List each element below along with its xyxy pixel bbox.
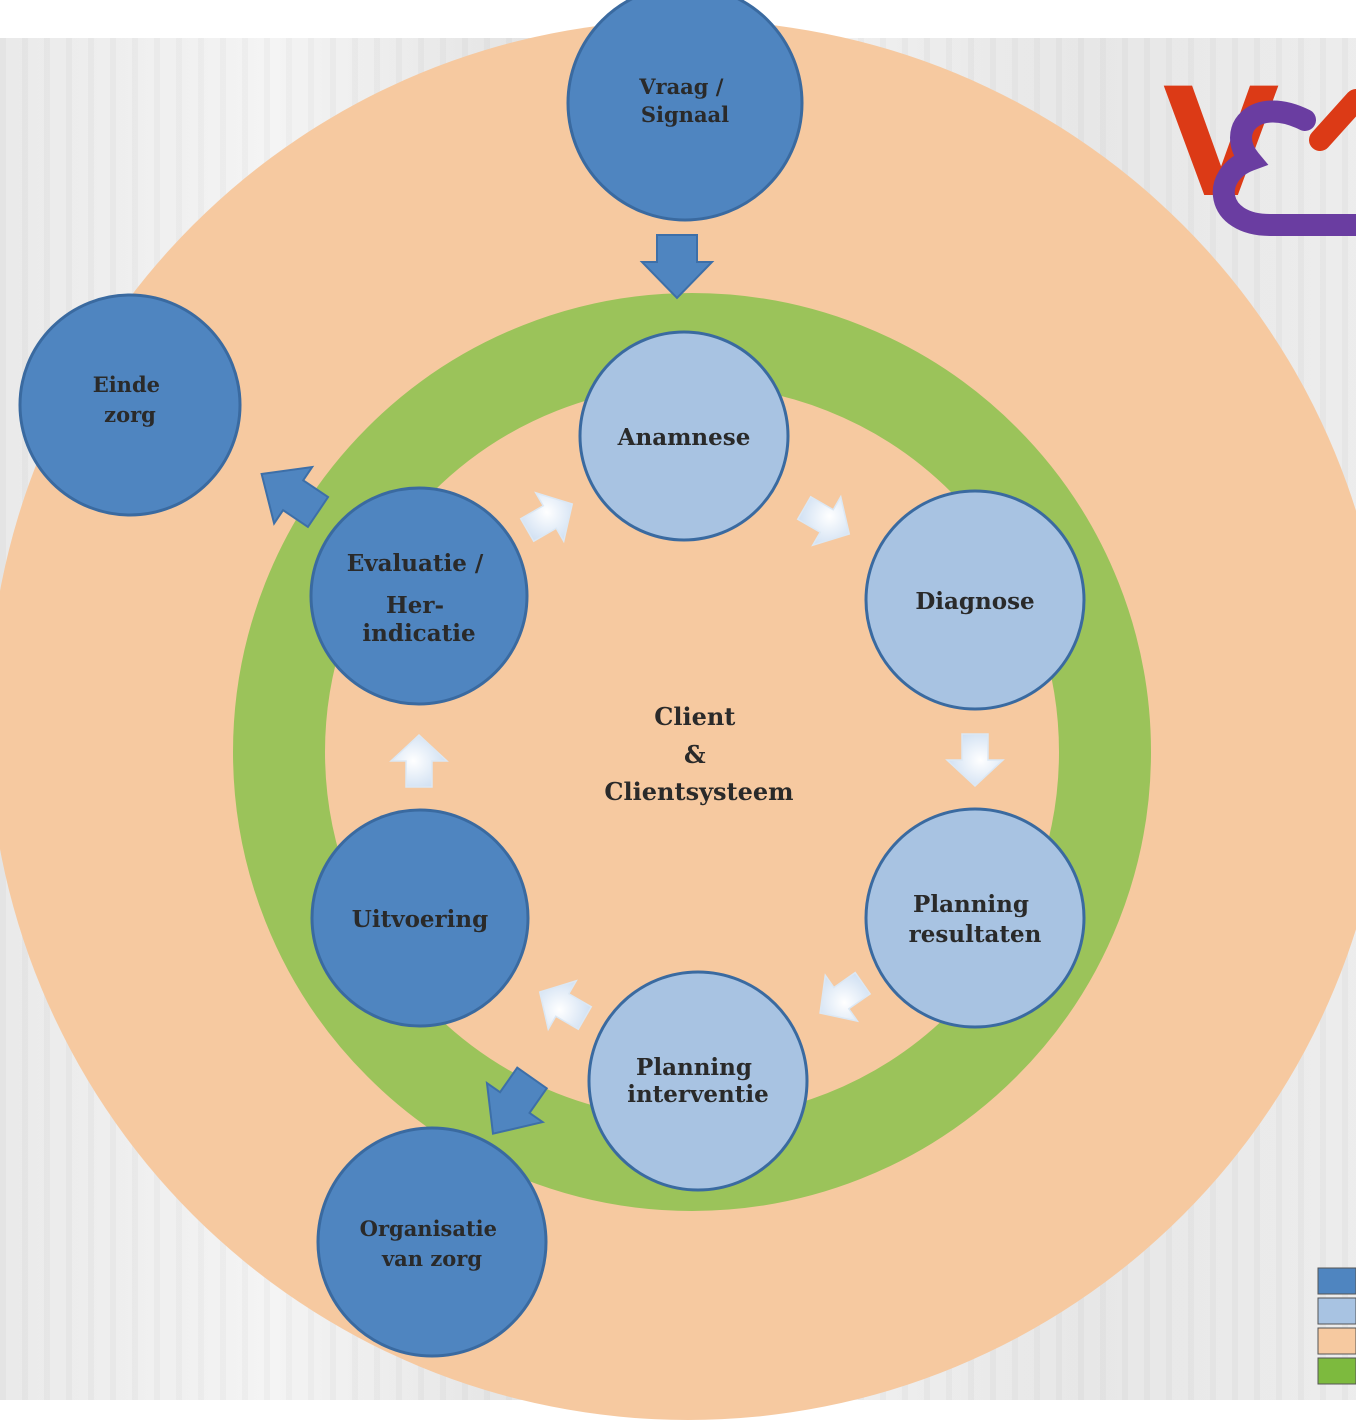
svg-text:Einde zorg: Einde zorg xyxy=(93,372,168,427)
cycle-arrows xyxy=(389,491,1005,1032)
svg-text:Diagnose: Diagnose xyxy=(915,588,1034,615)
evaluatie-line-2: Her- xyxy=(386,592,444,619)
einde-line-1: Einde xyxy=(93,372,160,397)
center-line-1: Client xyxy=(654,702,735,731)
node-diagnose: Diagnose xyxy=(864,489,1086,711)
svg-text:Uitvoering: Uitvoering xyxy=(352,906,488,933)
color-legend xyxy=(1317,1267,1356,1385)
logo-ampersand-shape xyxy=(1212,100,1356,236)
diagnose-label: Diagnose xyxy=(915,588,1034,615)
node-vraag-signaal: Vraag / Signaal xyxy=(566,0,804,222)
planning-interventie-line-2: interventie xyxy=(627,1081,769,1108)
node-uitvoering: Uitvoering xyxy=(310,808,530,1028)
center-label: Client & Clientsysteem xyxy=(604,702,793,806)
center-line-2: & xyxy=(684,740,706,769)
node-planning-interventie: Planning interventie xyxy=(587,970,809,1192)
organisatie-line-1: Organisatie xyxy=(360,1216,497,1241)
einde-line-2: zorg xyxy=(104,402,156,427)
svg-text:Organisatie van zorg: Organisatie van zorg xyxy=(360,1216,505,1271)
svg-text:Planning interventie: Planning interventie xyxy=(627,1054,769,1108)
evaluatie-line-1: Evaluatie / xyxy=(347,550,484,577)
planning-interventie-line-1: Planning xyxy=(636,1054,752,1081)
vraag-line-1: Vraag / xyxy=(638,74,724,99)
node-planning-resultaten: Planning resultaten xyxy=(864,807,1086,1029)
legend-swatch-dark-blue xyxy=(1317,1267,1356,1295)
anamnese-label: Anamnese xyxy=(617,424,751,451)
svg-text:Planning resultaten: Planning resultaten xyxy=(909,891,1042,948)
center-line-3: Clientsysteem xyxy=(604,777,793,806)
vraag-line-2: Signaal xyxy=(641,102,729,127)
uitvoering-label: Uitvoering xyxy=(352,906,488,933)
arrow-evaluatie-to-anamnese xyxy=(519,491,574,544)
svg-text:Anamnese: Anamnese xyxy=(617,424,751,451)
svg-text:Evaluatie / Her- i: Evaluatie / Her- indicatie xyxy=(347,550,492,647)
arrow-planning-resultaten-to-planning-interventie xyxy=(819,971,872,1023)
planning-resultaten-line-2: resultaten xyxy=(909,921,1042,948)
node-anamnese: Anamnese xyxy=(578,330,790,542)
arrow-into-anamnese xyxy=(639,234,715,300)
arrow-uitvoering-to-evaluatie xyxy=(389,733,449,788)
legend-swatch-light-blue xyxy=(1317,1297,1356,1325)
organisatie-line-2: van zorg xyxy=(381,1246,482,1271)
brand-logo: V xyxy=(1163,57,1356,236)
node-evaluatie-herindicatie: Evaluatie / Her- indicatie xyxy=(309,486,529,706)
logo-slash-shape xyxy=(1309,89,1356,151)
svg-text:Vraag / Signaal: Vraag / Signaal xyxy=(638,74,731,127)
legend-swatch-green xyxy=(1317,1357,1356,1385)
arrow-to-einde-zorg xyxy=(260,465,330,529)
arrow-planning-interventie-to-uitvoering xyxy=(538,979,593,1032)
arrow-to-organisatie xyxy=(485,1066,549,1135)
evaluatie-line-3: indicatie xyxy=(362,620,475,647)
node-organisatie-van-zorg: Organisatie van zorg xyxy=(316,1126,548,1358)
legend-swatch-orange xyxy=(1317,1327,1356,1355)
arrow-diagnose-to-planning-resultaten xyxy=(945,733,1005,788)
arrow-anamnese-to-diagnose xyxy=(796,494,851,547)
node-einde-zorg: Einde zorg xyxy=(18,293,242,517)
planning-resultaten-line-1: Planning xyxy=(913,891,1029,918)
